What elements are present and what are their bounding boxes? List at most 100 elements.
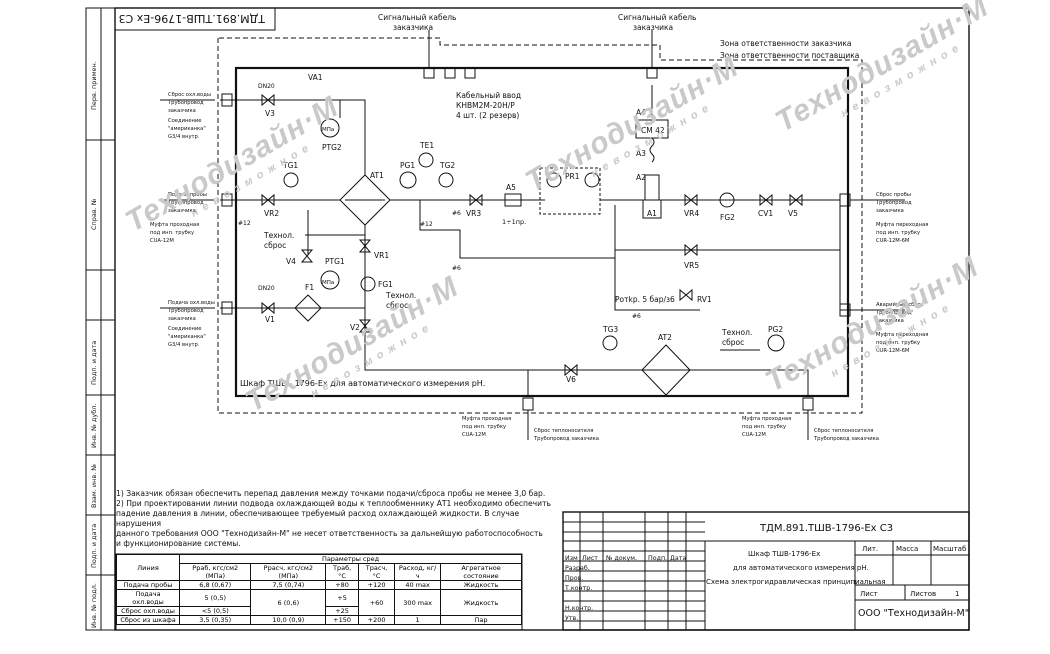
- table-row: Сброс из шкафа 3,5 (0,35) 10,0 (0,9) +15…: [115, 615, 522, 625]
- right-label-1-l3: заказчика: [876, 208, 904, 214]
- label-PTG2: PTG2: [322, 143, 342, 152]
- label-CM42: СМ 42: [641, 126, 665, 135]
- lit-label: Лит.: [862, 545, 878, 553]
- label-TG3: TG3: [602, 325, 618, 334]
- title-line-1: Шкаф ТШВ-1796-Ех: [748, 550, 820, 558]
- bottom-label-2-l2: под инп. трубку: [742, 424, 786, 430]
- cell: Сброс охл.воды: [115, 606, 181, 616]
- stamp-col-1: Изм: [565, 555, 578, 562]
- label-pipe6-a: #6: [452, 210, 461, 217]
- pr1-box: [539, 167, 601, 215]
- label-V5: V5: [788, 209, 798, 218]
- left-label-1-l4: Соединение: [168, 118, 201, 124]
- zone-customer-label: Зона ответственности заказчика: [720, 39, 851, 48]
- label-A1: A1: [647, 209, 657, 218]
- label-DN20-1: DN20: [258, 83, 275, 90]
- stamp-col-5: Дата: [670, 555, 686, 562]
- label-tech-drain-2-l2: сброс: [386, 301, 408, 310]
- label-V2: V2: [350, 323, 360, 332]
- a2-box: [644, 174, 660, 201]
- label-RV1: RV1: [697, 295, 712, 304]
- left-label-2-l6: СUA-12M: [150, 238, 174, 244]
- table-row: Подача пробы 6,8 (0,67) 7,5 (0,74) +80 +…: [115, 580, 522, 590]
- label-VR5: VR5: [684, 261, 699, 270]
- label-rotkr: Ротkр. 5 бар/з6: [615, 295, 675, 304]
- left-label-1-l5: "американка": [168, 126, 206, 132]
- stamp-role-2: Пров.: [565, 575, 583, 582]
- cell: 6,8 (0,67): [179, 580, 252, 590]
- label-pipe6-c: #6: [632, 313, 641, 320]
- sheets-label: Листов: [910, 590, 936, 598]
- mass-label: Масса: [896, 545, 918, 553]
- label-pipe12-a: #12: [238, 220, 251, 227]
- params-header-4: Трасч, °С: [357, 563, 396, 581]
- right-label-2-l3: заказчика: [876, 318, 904, 324]
- label-VR4: VR4: [684, 209, 699, 218]
- margin-label-4: Инв. № дубл.: [90, 404, 98, 448]
- cell: Жидкость: [440, 589, 522, 616]
- label-PG2: PG2: [768, 325, 783, 334]
- sheets-value: 1: [955, 590, 959, 598]
- stamp-role-5: Н.контр.: [565, 605, 593, 612]
- params-header-1: Рраб, кгс/см2 (МПа): [179, 563, 252, 581]
- margin-label-5: Взам. инв. №: [90, 464, 98, 508]
- cell: 6 (0,6): [250, 589, 327, 616]
- cell: +60: [357, 589, 396, 616]
- left-label-1-l1: Сброс охл.воды: [168, 92, 211, 98]
- left-label-3-l2: Трубопровод: [167, 308, 204, 314]
- label-V1: V1: [265, 315, 275, 324]
- bottom-label-1-l2: под инп. трубку: [462, 424, 506, 430]
- note-line-5: и функционирование системы.: [116, 539, 241, 548]
- cabinet-label: Шкаф ТШВ - 1796-Ех для автоматического и…: [240, 379, 485, 388]
- params-header-3: Траб, °С: [325, 563, 359, 581]
- label-mpa-2: МПа: [322, 280, 334, 286]
- f1-shape: [294, 294, 322, 322]
- left-label-3-l4: Соединение: [168, 326, 201, 332]
- right-label-1-l2: Трубопровод: [875, 200, 912, 206]
- label-A2: A2: [636, 173, 646, 182]
- cell: +120: [357, 580, 396, 590]
- cabinet-outline: [234, 66, 850, 398]
- stamp-role-1: Разраб.: [565, 564, 590, 572]
- cell: Подача охл.воды: [115, 589, 181, 607]
- table-row: Подача охл.воды 5 (0,5) 6 (0,6) +5 +60 3…: [115, 589, 522, 616]
- document-code: ТДМ.891.ТШВ-1796-Ех С3: [759, 523, 893, 534]
- left-label-2-l2: Трубопровод: [167, 200, 204, 206]
- params-header-5: Расход, кг/ч: [394, 563, 442, 581]
- cell: 5 (0,5): [179, 589, 252, 607]
- cell: +25: [325, 606, 359, 616]
- params-header-2: Ррасч, кгс/см2 (МПа): [250, 563, 327, 581]
- right-label-2-l6: СUR-12M-6M: [876, 348, 909, 354]
- label-A5: A5: [506, 183, 516, 192]
- rotated-stamp-box: [114, 7, 276, 31]
- bottom-label-2-l4: Сброс теплоносителя: [814, 428, 873, 434]
- label-VA1: VA1: [308, 73, 323, 82]
- bottom-label-1-l4: Сброс теплоносителя: [534, 428, 593, 434]
- label-tech-drain-2-l1: Технол.: [385, 291, 416, 300]
- label-TG1: TG1: [282, 161, 298, 170]
- left-label-2-l3: заказчика: [168, 208, 196, 214]
- label-V4: V4: [286, 257, 296, 266]
- params-caption: Параметры сред: [179, 554, 522, 564]
- bottom-label-2-l5: Трубопровод заказчика: [813, 436, 879, 442]
- bottom-label-1-l1: Муфта проходная: [462, 416, 511, 422]
- company-name: ООО "Технодизайн-М": [858, 608, 969, 619]
- signal-cable-2-l2: заказчика: [633, 23, 673, 32]
- label-A3: A3: [636, 149, 646, 158]
- right-label-1-l6: СUR-12M-6M: [876, 238, 909, 244]
- cell: Подача пробы: [115, 580, 181, 590]
- bottom-label-1-l5: Трубопровод заказчика: [533, 436, 599, 442]
- right-label-1-l1: Сброс пробы: [876, 192, 911, 198]
- label-F1: F1: [305, 283, 314, 292]
- params-table: Линия Параметры сред Рраб, кгс/см2 (МПа)…: [115, 554, 522, 625]
- cell: 10,0 (0,9): [250, 615, 327, 625]
- cell: +5: [325, 589, 359, 607]
- label-AT2: AT2: [658, 333, 672, 342]
- label-V6: V6: [566, 375, 576, 384]
- label-V3: V3: [265, 109, 275, 118]
- note-line-1: 1) Заказчик обязан обеспечить перепад да…: [116, 489, 546, 498]
- label-FG1: FG1: [378, 280, 393, 289]
- left-label-3-l6: G3/4 внутр.: [168, 342, 200, 348]
- label-A4: A4: [636, 108, 646, 117]
